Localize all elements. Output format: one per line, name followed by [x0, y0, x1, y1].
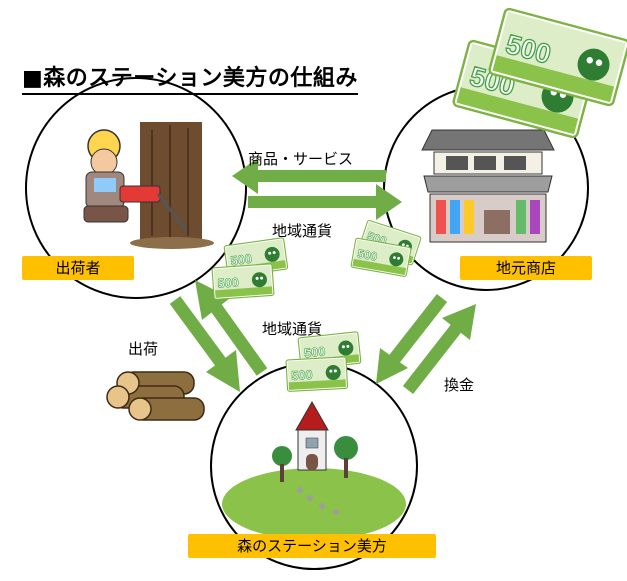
local-currency-top-text: 地域通貨	[272, 222, 333, 240]
shipment-text: 出荷	[128, 340, 159, 358]
shipper-label: 出荷者	[22, 256, 134, 280]
currency-arrow-top	[248, 184, 402, 220]
exchange-text: 換金	[444, 376, 475, 394]
worker-illustration	[83, 122, 214, 249]
currency-arrow-left	[195, 280, 268, 376]
local-shop-label: 地元商店	[460, 256, 592, 280]
local-currency-left-text: 地域通貨	[262, 320, 323, 338]
shop-illustration	[421, 129, 555, 243]
station-illustration	[222, 400, 406, 540]
goods-services-text: 商品・サービス	[248, 150, 354, 168]
currency-arrow-right	[376, 293, 448, 384]
exchange-arrow-up	[402, 304, 476, 395]
logs-illustration	[106, 371, 205, 421]
goods-arrow	[232, 158, 386, 194]
page-title: ■森のステーション美方の仕組み	[22, 60, 358, 95]
shipment-arrow	[169, 296, 240, 392]
station-label: 森のステーション美方	[188, 534, 436, 558]
